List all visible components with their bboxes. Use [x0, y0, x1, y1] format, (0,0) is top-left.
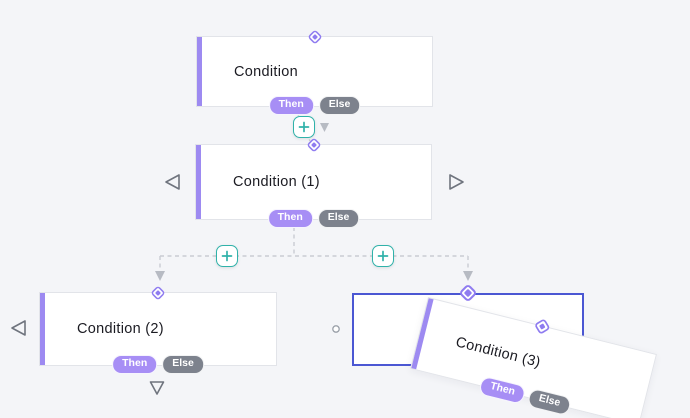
node-condition-2[interactable]: Condition (2) Then Else	[39, 286, 277, 374]
triangle-left-icon[interactable]	[165, 174, 180, 190]
then-badge[interactable]: Then	[268, 96, 314, 115]
plus-icon	[377, 250, 389, 262]
then-badge[interactable]: Then	[267, 209, 313, 228]
triangle-down-icon[interactable]	[149, 381, 165, 395]
node-condition[interactable]: Condition Then Else	[196, 30, 433, 115]
branch-badges: Then Else	[112, 355, 204, 374]
node-accent-bar	[196, 145, 201, 219]
diamond-handle-icon[interactable]	[458, 283, 478, 303]
then-badge[interactable]: Then	[112, 355, 158, 374]
add-node-button[interactable]	[293, 116, 315, 138]
node-condition-3[interactable]: Condition (3) Then Else	[410, 297, 657, 418]
node-title: Condition	[234, 63, 298, 80]
arrow-down-icon	[320, 123, 329, 132]
else-badge[interactable]: Else	[317, 209, 360, 228]
triangle-right-icon[interactable]	[449, 174, 464, 190]
diamond-handle-icon[interactable]	[306, 137, 322, 153]
diamond-handle-icon[interactable]	[150, 285, 166, 301]
triangle-left-icon[interactable]	[11, 320, 26, 336]
diamond-handle-icon[interactable]	[531, 316, 553, 338]
node-accent-bar	[40, 293, 45, 365]
node-title: Condition (1)	[233, 174, 320, 190]
else-badge[interactable]: Else	[162, 355, 204, 374]
plus-icon	[221, 250, 233, 262]
branch-badges: Then Else	[268, 96, 361, 115]
diamond-handle-icon[interactable]	[307, 29, 323, 45]
node-condition-1[interactable]: Condition (1) Then Else	[195, 138, 432, 228]
branch-badges: Then Else	[267, 209, 360, 228]
arrow-down-icon	[463, 271, 473, 281]
node-accent-bar	[197, 37, 202, 106]
connector-branches	[159, 227, 469, 276]
plus-icon	[298, 121, 310, 133]
arrow-down-icon	[155, 271, 165, 281]
add-node-button[interactable]	[372, 245, 394, 267]
circle-port-icon[interactable]	[332, 325, 340, 333]
node-title: Condition (2)	[77, 321, 164, 337]
else-badge[interactable]: Else	[318, 96, 361, 115]
add-node-button[interactable]	[216, 245, 238, 267]
